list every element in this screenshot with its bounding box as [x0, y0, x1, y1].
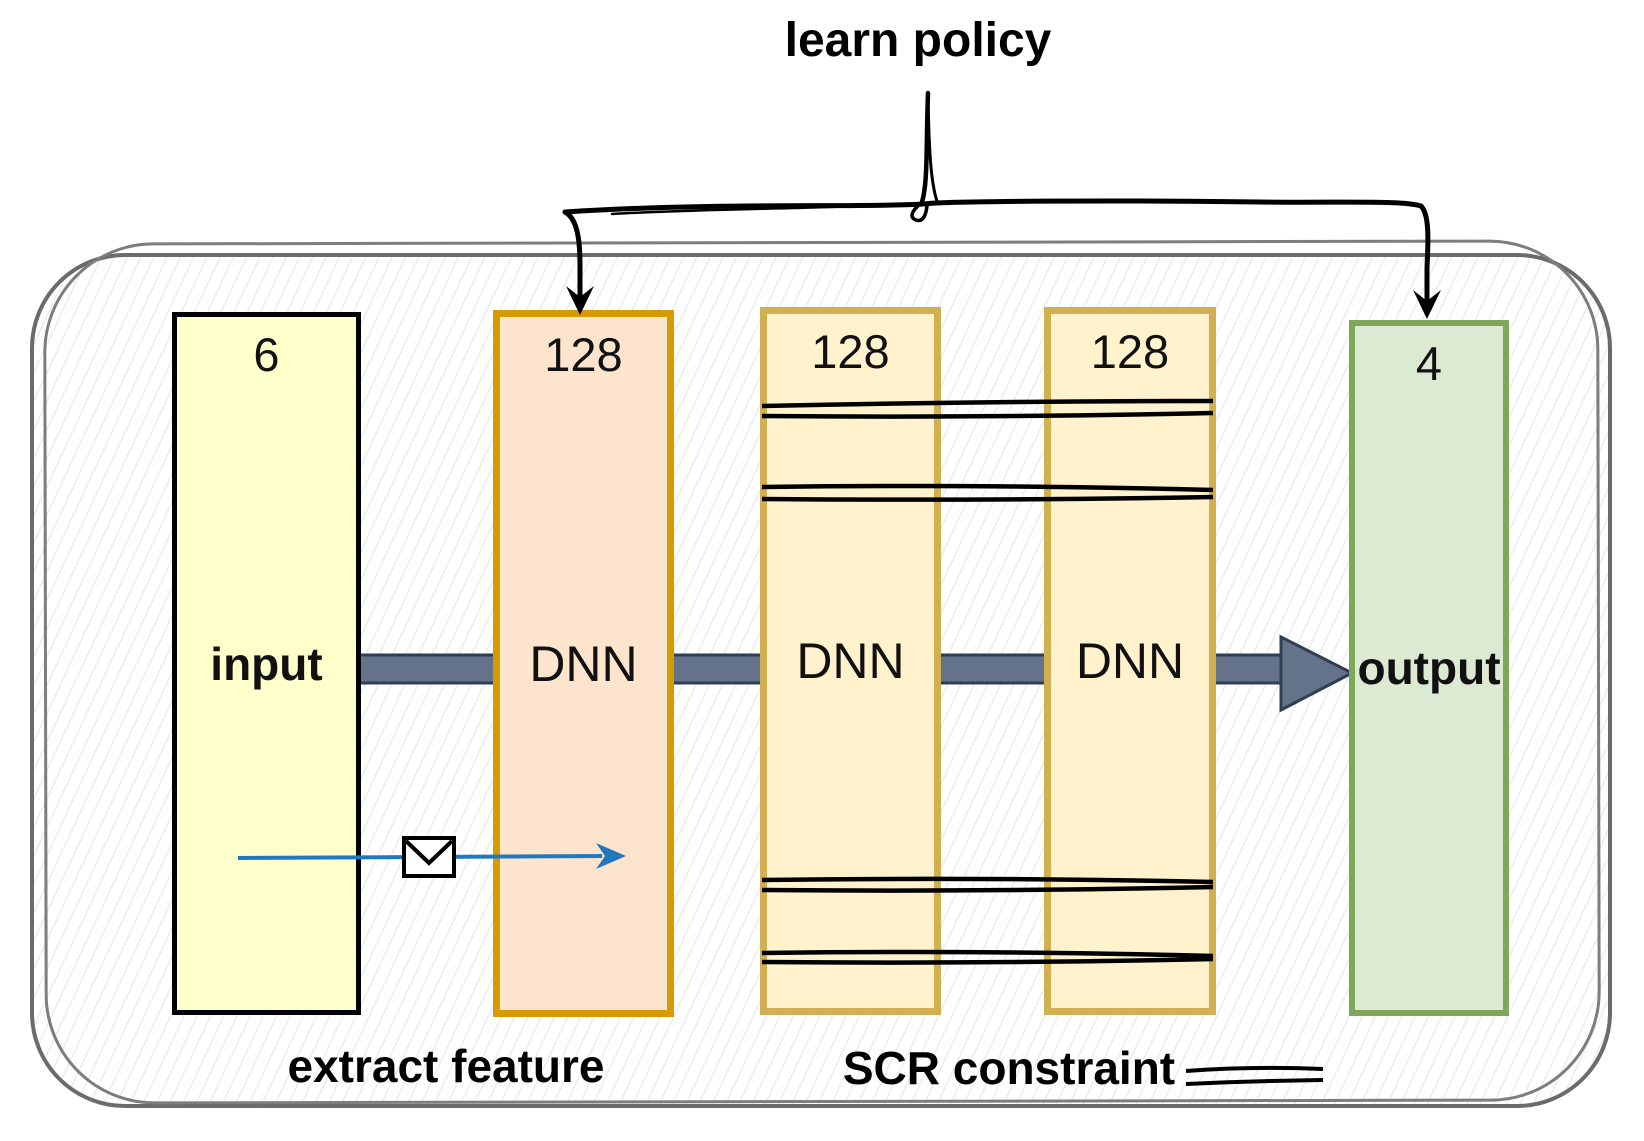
- dnn-layer-box-3: 128 DNN: [1044, 307, 1216, 1015]
- extract-feature-caption: extract feature: [287, 1040, 605, 1092]
- dnn3-units-label: 128: [1090, 325, 1170, 378]
- output-units-label: 4: [1415, 337, 1443, 390]
- dnn3-label: DNN: [1075, 633, 1185, 689]
- output-label: output: [1357, 642, 1501, 694]
- input-units-label: 6: [253, 328, 280, 381]
- dnn2-label: DNN: [796, 633, 905, 689]
- dnn1-units-label: 128: [544, 328, 623, 381]
- learn-policy-caption: learn policy: [784, 14, 1052, 67]
- dnn2-units-label: 128: [811, 325, 890, 378]
- output-layer-box: 4 output: [1349, 320, 1509, 1016]
- dnn-layer-box-1: 128 DNN: [493, 310, 674, 1017]
- dnn-layer-box-2: 128 DNN: [760, 307, 941, 1015]
- input-label: input: [210, 637, 323, 690]
- scr-constraint-caption: SCR constraint: [842, 1042, 1176, 1094]
- input-layer-box: 6 input: [172, 312, 361, 1015]
- dnn1-label: DNN: [529, 635, 638, 692]
